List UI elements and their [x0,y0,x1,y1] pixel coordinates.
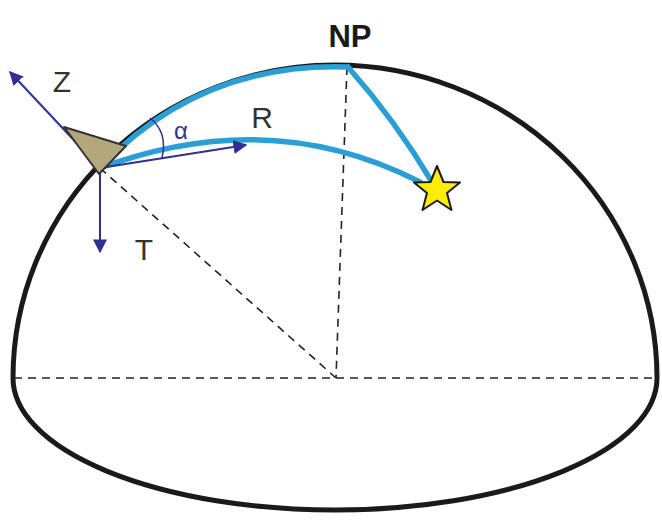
station-radius [100,168,336,378]
axis-arrows [10,72,246,252]
axis-label: T [135,235,153,265]
great-circle-arcs [100,67,432,182]
station-symbol [64,127,126,174]
station-pole-arc [100,67,348,168]
axis-label: α [174,119,188,143]
pole-label: NP [328,21,371,52]
star-symbol [414,166,460,210]
dashed-lines [14,67,655,378]
angle-arc [150,118,164,158]
pole-star-arc [348,67,432,182]
t-axis [99,168,101,252]
hemisphere-outline [13,65,657,510]
axis-label: Z [53,67,71,97]
axis-label: R [251,103,273,133]
station-star-arc [100,140,420,182]
polar-axis [336,67,347,378]
